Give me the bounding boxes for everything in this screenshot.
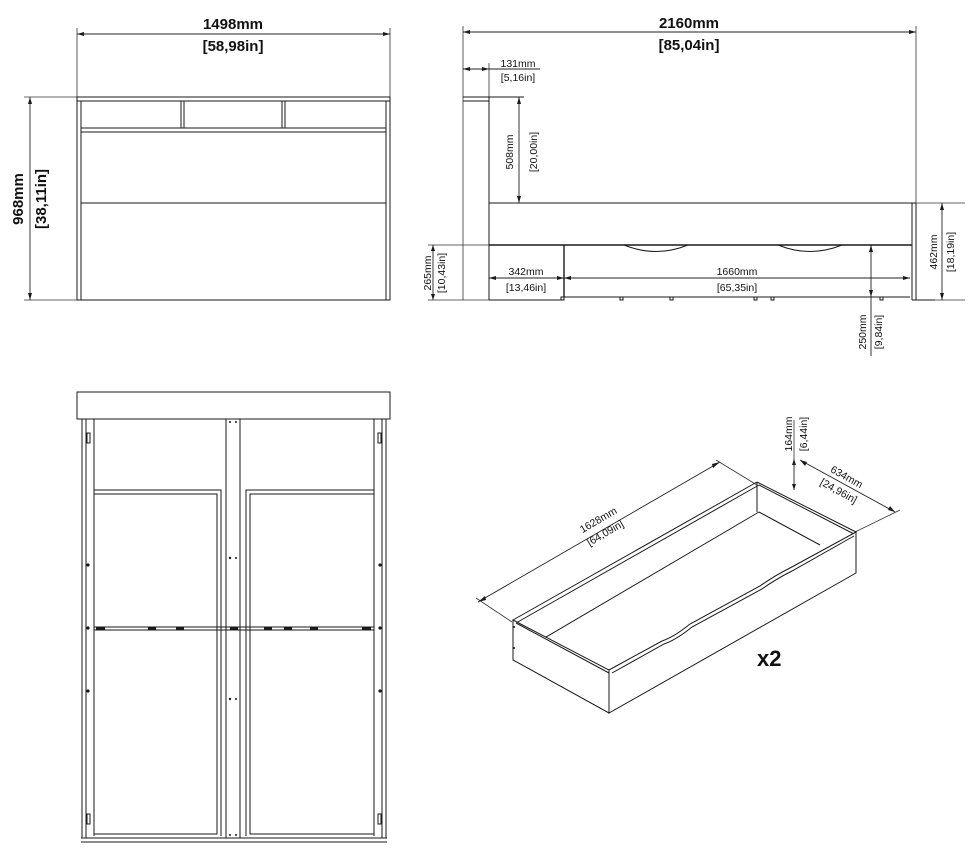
drawer-casters [560, 296, 884, 301]
drawer-height-in: [6,44in] [798, 417, 810, 452]
drawer-height-mm: 164mm [783, 416, 795, 451]
headboard-height-mm: 508mm [504, 134, 516, 169]
drawer-quantity: x2 [757, 646, 781, 671]
drawer-span-in: [65,35in] [717, 282, 757, 294]
rail-height-in: [10,43in] [436, 253, 448, 293]
front-width-in: [58,98in] [203, 38, 264, 55]
top-view-frame [76, 391, 391, 843]
clearance-mm: 250mm [857, 314, 869, 349]
footboard-height-in: [18,19in] [945, 232, 957, 272]
headboard-depth-in: [5,16in] [501, 72, 536, 84]
cross-support-brackets [96, 627, 371, 630]
front-offset-mm: 342mm [508, 266, 543, 278]
footboard-height-mm: 462mm [928, 234, 940, 269]
clearance-in: [9,84in] [873, 315, 885, 350]
drawer-isometric: 1628mm [64,09in] 634mm [24,96in] 164mm [… [475, 416, 901, 714]
drawer-span-mm: 1660mm [717, 266, 758, 278]
front-view-headboard: 1498mm [58,98in] 968mm [38,11in] [10, 16, 391, 301]
side-length-in: [85,04in] [659, 37, 720, 54]
front-height-mm: 968mm [10, 173, 27, 225]
front-height-in: [38,11in] [33, 169, 50, 229]
rail-height-mm: 265mm [422, 255, 434, 290]
side-view-bed: 2160mm [85,04in] 131mm [5,16in] 508mm [2… [422, 15, 965, 356]
headboard-depth-mm: 131mm [500, 58, 535, 70]
front-width-mm: 1498mm [203, 16, 263, 33]
headboard-height-in: [20,00in] [528, 132, 540, 172]
front-offset-in: [13,46in] [506, 282, 546, 294]
side-length-mm: 2160mm [659, 15, 719, 32]
